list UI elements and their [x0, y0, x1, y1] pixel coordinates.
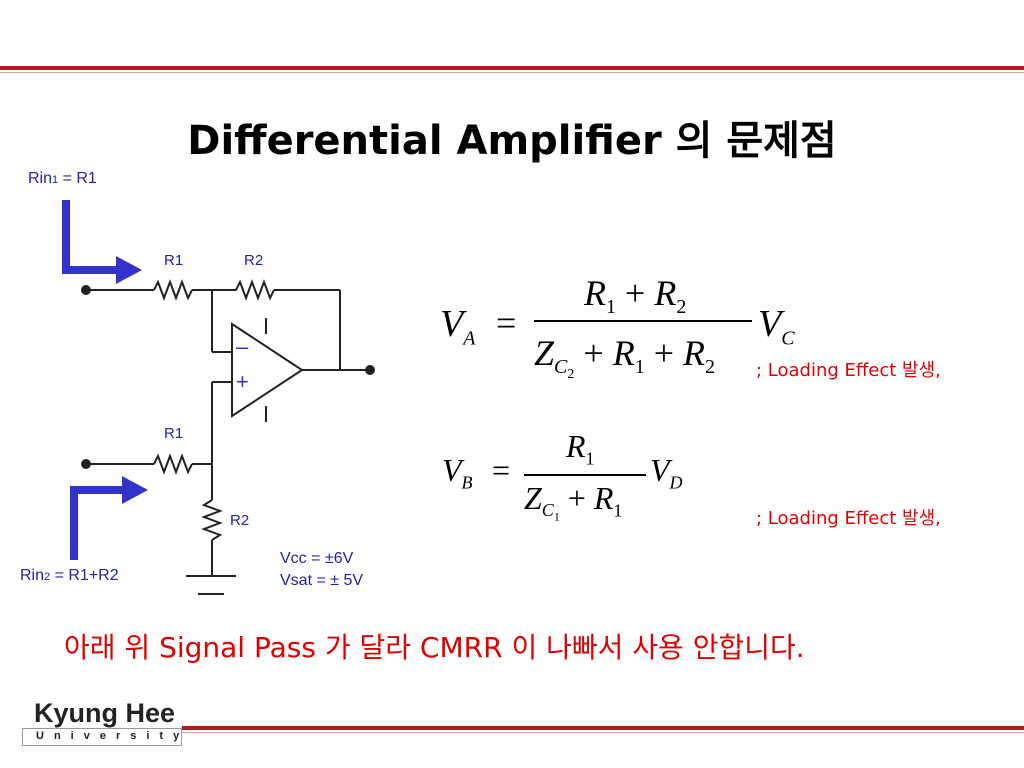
- footer-rule-thin: [182, 732, 1024, 733]
- fraction-bar-a: [534, 320, 752, 322]
- logo-sub-text: University: [36, 730, 190, 742]
- circuit-diagram: [62, 200, 375, 595]
- university-logo: Kyung Hee University: [22, 698, 190, 746]
- label-r2-bottom: R2: [230, 512, 250, 529]
- cmrr-note: 아래 위 Signal Pass 가 달라 CMRR 이 나빠서 사용 안합니다…: [64, 631, 805, 664]
- rin1-arrow-head: [116, 256, 142, 284]
- rin1-label: Rin1 = R1: [28, 170, 97, 187]
- loading-effect-a: ; Loading Effect 발생,: [756, 360, 941, 381]
- resistor-r1-bottom: [153, 453, 193, 475]
- header-rule: [0, 66, 1024, 70]
- label-r1-bottom: R1: [164, 425, 184, 442]
- opamp-plus-sign: +: [236, 369, 249, 394]
- resistor-r2-top: [235, 279, 275, 301]
- header-rule-thin: [0, 72, 1024, 73]
- output-terminal: [365, 365, 375, 375]
- footer-rule: [182, 726, 1024, 730]
- rin2-label: Rin2 = R1+R2: [20, 567, 119, 584]
- opamp: [231, 322, 304, 418]
- vsat-spec: Vsat = ± 5V: [280, 572, 364, 589]
- loading-effect-b: ; Loading Effect 발생,: [756, 508, 941, 529]
- supply-specs: Vcc = ±6V Vsat = ± 5V: [280, 548, 363, 592]
- rin2-arrow: [70, 486, 124, 560]
- resistor-r1-top: [153, 279, 193, 301]
- rin1-arrow: [62, 200, 118, 274]
- fraction-bar-b: [524, 474, 646, 476]
- equation-vb: VB = R1 ZC1 + R1 VD: [442, 428, 683, 524]
- slide-title: Differential Amplifier 의 문제점: [187, 118, 837, 164]
- resistor-r2-bottom: [201, 499, 223, 541]
- logo-bar: [22, 728, 182, 746]
- vcc-spec: Vcc = ±6V: [280, 550, 354, 567]
- logo-main-text: Kyung Hee: [34, 698, 176, 728]
- opamp-minus-sign: –: [236, 334, 249, 359]
- rin2-arrow-head: [122, 476, 148, 504]
- label-r1-top: R1: [164, 252, 184, 269]
- equation-va: VA = R1 + R2 ZC2 + R1 + R2 VC: [440, 273, 795, 383]
- label-r2-top: R2: [244, 252, 264, 269]
